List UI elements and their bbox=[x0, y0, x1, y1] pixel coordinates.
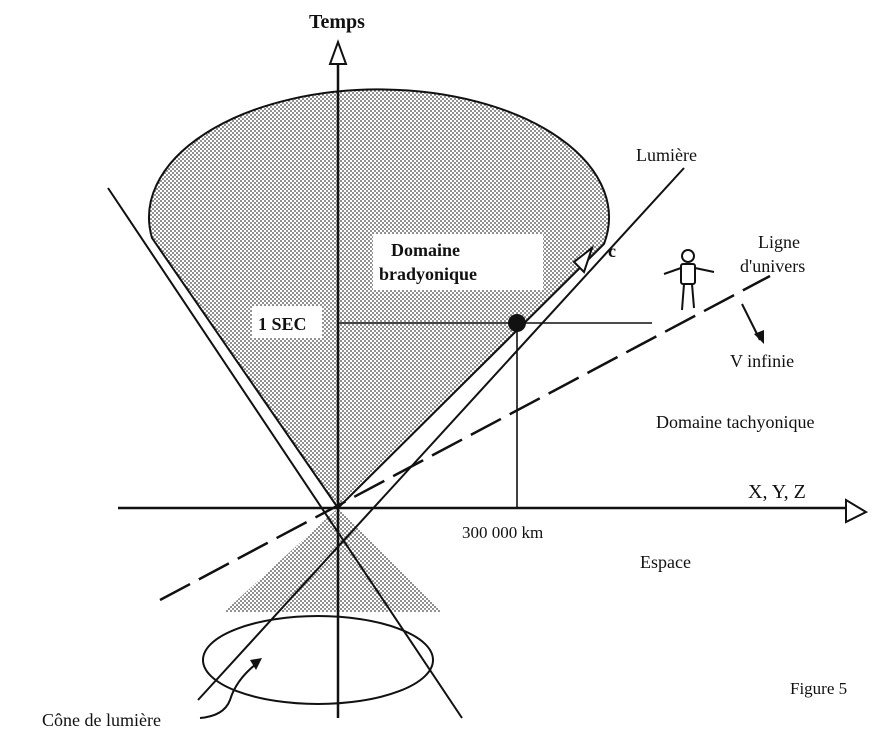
time-axis-label: Temps bbox=[309, 11, 365, 33]
lower-cone-base-ellipse bbox=[202, 615, 434, 705]
light-arrowhead bbox=[572, 245, 594, 274]
stick-figure-icon bbox=[663, 249, 715, 311]
bradyonic-label-box bbox=[373, 234, 543, 290]
figure-caption: Figure 5 bbox=[790, 679, 847, 698]
bradyonic-domain-label-line1: Domaine bbox=[391, 240, 460, 260]
light-cone-pointer-arrowhead bbox=[250, 658, 262, 670]
space-region-label: Espace bbox=[640, 552, 691, 572]
lower-light-cone bbox=[224, 508, 442, 612]
light-cone-pointer bbox=[199, 663, 257, 719]
bradyonic-domain-label-line2: bradyonique bbox=[379, 264, 477, 284]
one-second-label: 1 SEC bbox=[258, 314, 307, 334]
infinite-speed-arrowhead bbox=[754, 330, 764, 344]
event-point bbox=[508, 314, 526, 332]
c-label: c bbox=[608, 241, 616, 261]
light-cone-label: Cône de lumière bbox=[42, 710, 161, 730]
time-axis-arrowhead bbox=[328, 39, 348, 65]
upper-light-cone bbox=[148, 88, 610, 510]
space-axis-arrowhead bbox=[845, 498, 869, 524]
distance-label: 300 000 km bbox=[462, 523, 543, 542]
space-axis-label: X, Y, Z bbox=[748, 481, 806, 503]
tachyon-world-line bbox=[159, 274, 771, 602]
world-line-label-line1: Ligne bbox=[758, 232, 800, 252]
one-second-label-box bbox=[252, 306, 322, 338]
infinite-speed-label: V infinie bbox=[730, 351, 794, 371]
cone-left-generator bbox=[107, 187, 463, 719]
world-line-label-line2: d'univers bbox=[740, 256, 805, 276]
light-line bbox=[197, 167, 685, 701]
light-label: Lumière bbox=[636, 145, 697, 165]
tachyonic-domain-label: Domaine tachyonique bbox=[656, 412, 814, 432]
